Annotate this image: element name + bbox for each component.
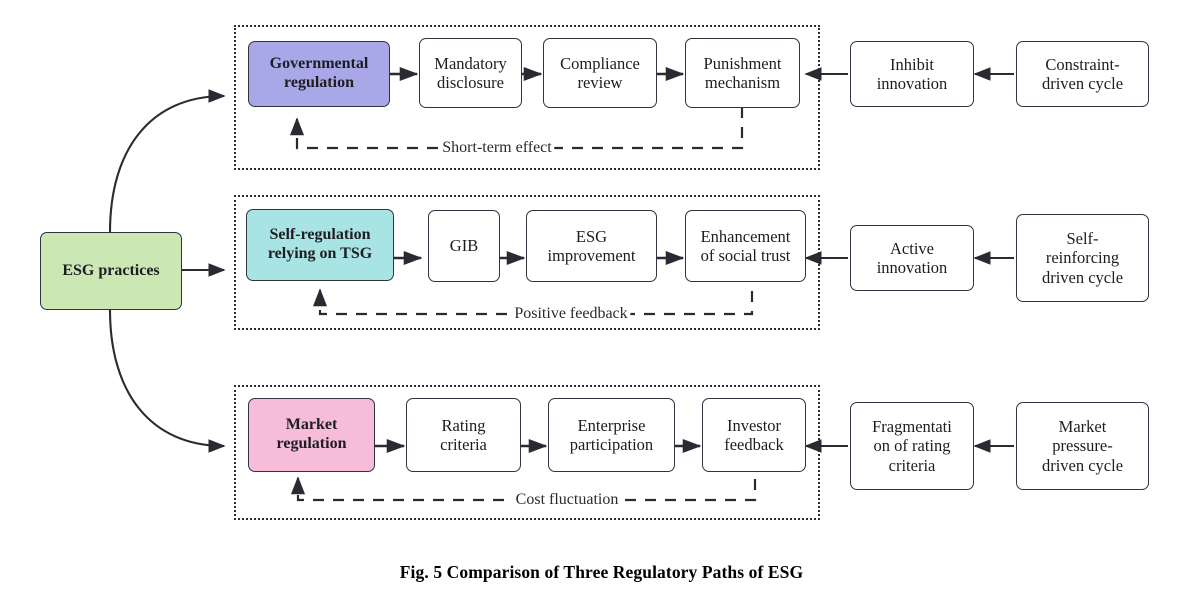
row-container-self-regulation (234, 195, 820, 330)
node-label: Self- reinforcing driven cycle (1041, 228, 1124, 287)
node-fragmentation-of-rating-criteria[interactable]: Fragmentati on of rating criteria (850, 402, 974, 490)
node-label: GIB (449, 236, 479, 256)
feedback-label-positive-feedback: Positive feedback (511, 305, 631, 323)
node-label: ESG practices (62, 261, 160, 279)
node-market-regulation[interactable]: Market regulation (248, 398, 375, 472)
node-rating-criteria[interactable]: Rating criteria (406, 398, 521, 472)
figure-caption: Fig. 5 Comparison of Three Regulatory Pa… (399, 562, 804, 582)
node-label: Enterprise participation (569, 415, 654, 454)
node-label: Inhibit innovation (876, 54, 948, 93)
node-active-innovation[interactable]: Active innovation (850, 225, 974, 291)
node-label: ESG improvement (547, 226, 636, 265)
node-label: Governmental regulation (269, 55, 369, 91)
node-label: Investor feedback (724, 415, 784, 454)
node-market-pressure-driven-cycle[interactable]: Market pressure- driven cycle (1016, 402, 1149, 490)
node-enterprise-participation[interactable]: Enterprise participation (548, 398, 675, 472)
row-container-market (234, 385, 820, 520)
row-container-governmental (234, 25, 820, 170)
node-label: Self-regulation relying on TSG (267, 226, 373, 262)
node-label: Market regulation (276, 416, 347, 452)
node-investor-feedback[interactable]: Investor feedback (702, 398, 806, 472)
node-esg-improvement[interactable]: ESG improvement (526, 210, 657, 282)
feedback-label-short-term-effect: Short-term effect (439, 139, 555, 157)
node-label: Enhancement of social trust (700, 226, 791, 265)
node-label: Rating criteria (440, 415, 487, 454)
node-constraint-driven-cycle[interactable]: Constraint- driven cycle (1016, 41, 1149, 107)
node-mandatory-disclosure[interactable]: Mandatory disclosure (419, 38, 522, 108)
node-compliance-review[interactable]: Compliance review (543, 38, 657, 108)
node-gib[interactable]: GIB (428, 210, 500, 282)
node-punishment-mechanism[interactable]: Punishment mechanism (685, 38, 800, 108)
node-label: Mandatory disclosure (434, 53, 507, 92)
node-label: Compliance review (560, 53, 640, 92)
node-label: Active innovation (876, 238, 948, 277)
node-label: Constraint- driven cycle (1041, 54, 1124, 93)
node-self-regulation-relying-on-tsg[interactable]: Self-regulation relying on TSG (246, 209, 394, 281)
node-self-reinforcing-driven-cycle[interactable]: Self- reinforcing driven cycle (1016, 214, 1149, 302)
feedback-label-cost-fluctuation: Cost fluctuation (512, 491, 622, 509)
node-esg-practices[interactable]: ESG practices (40, 232, 182, 310)
node-enhancement-of-social-trust[interactable]: Enhancement of social trust (685, 210, 806, 282)
node-label: Fragmentati on of rating criteria (872, 416, 952, 475)
node-inhibit-innovation[interactable]: Inhibit innovation (850, 41, 974, 107)
node-label: Market pressure- driven cycle (1041, 416, 1124, 475)
node-governmental-regulation[interactable]: Governmental regulation (248, 41, 390, 107)
node-label: Punishment mechanism (703, 53, 782, 92)
